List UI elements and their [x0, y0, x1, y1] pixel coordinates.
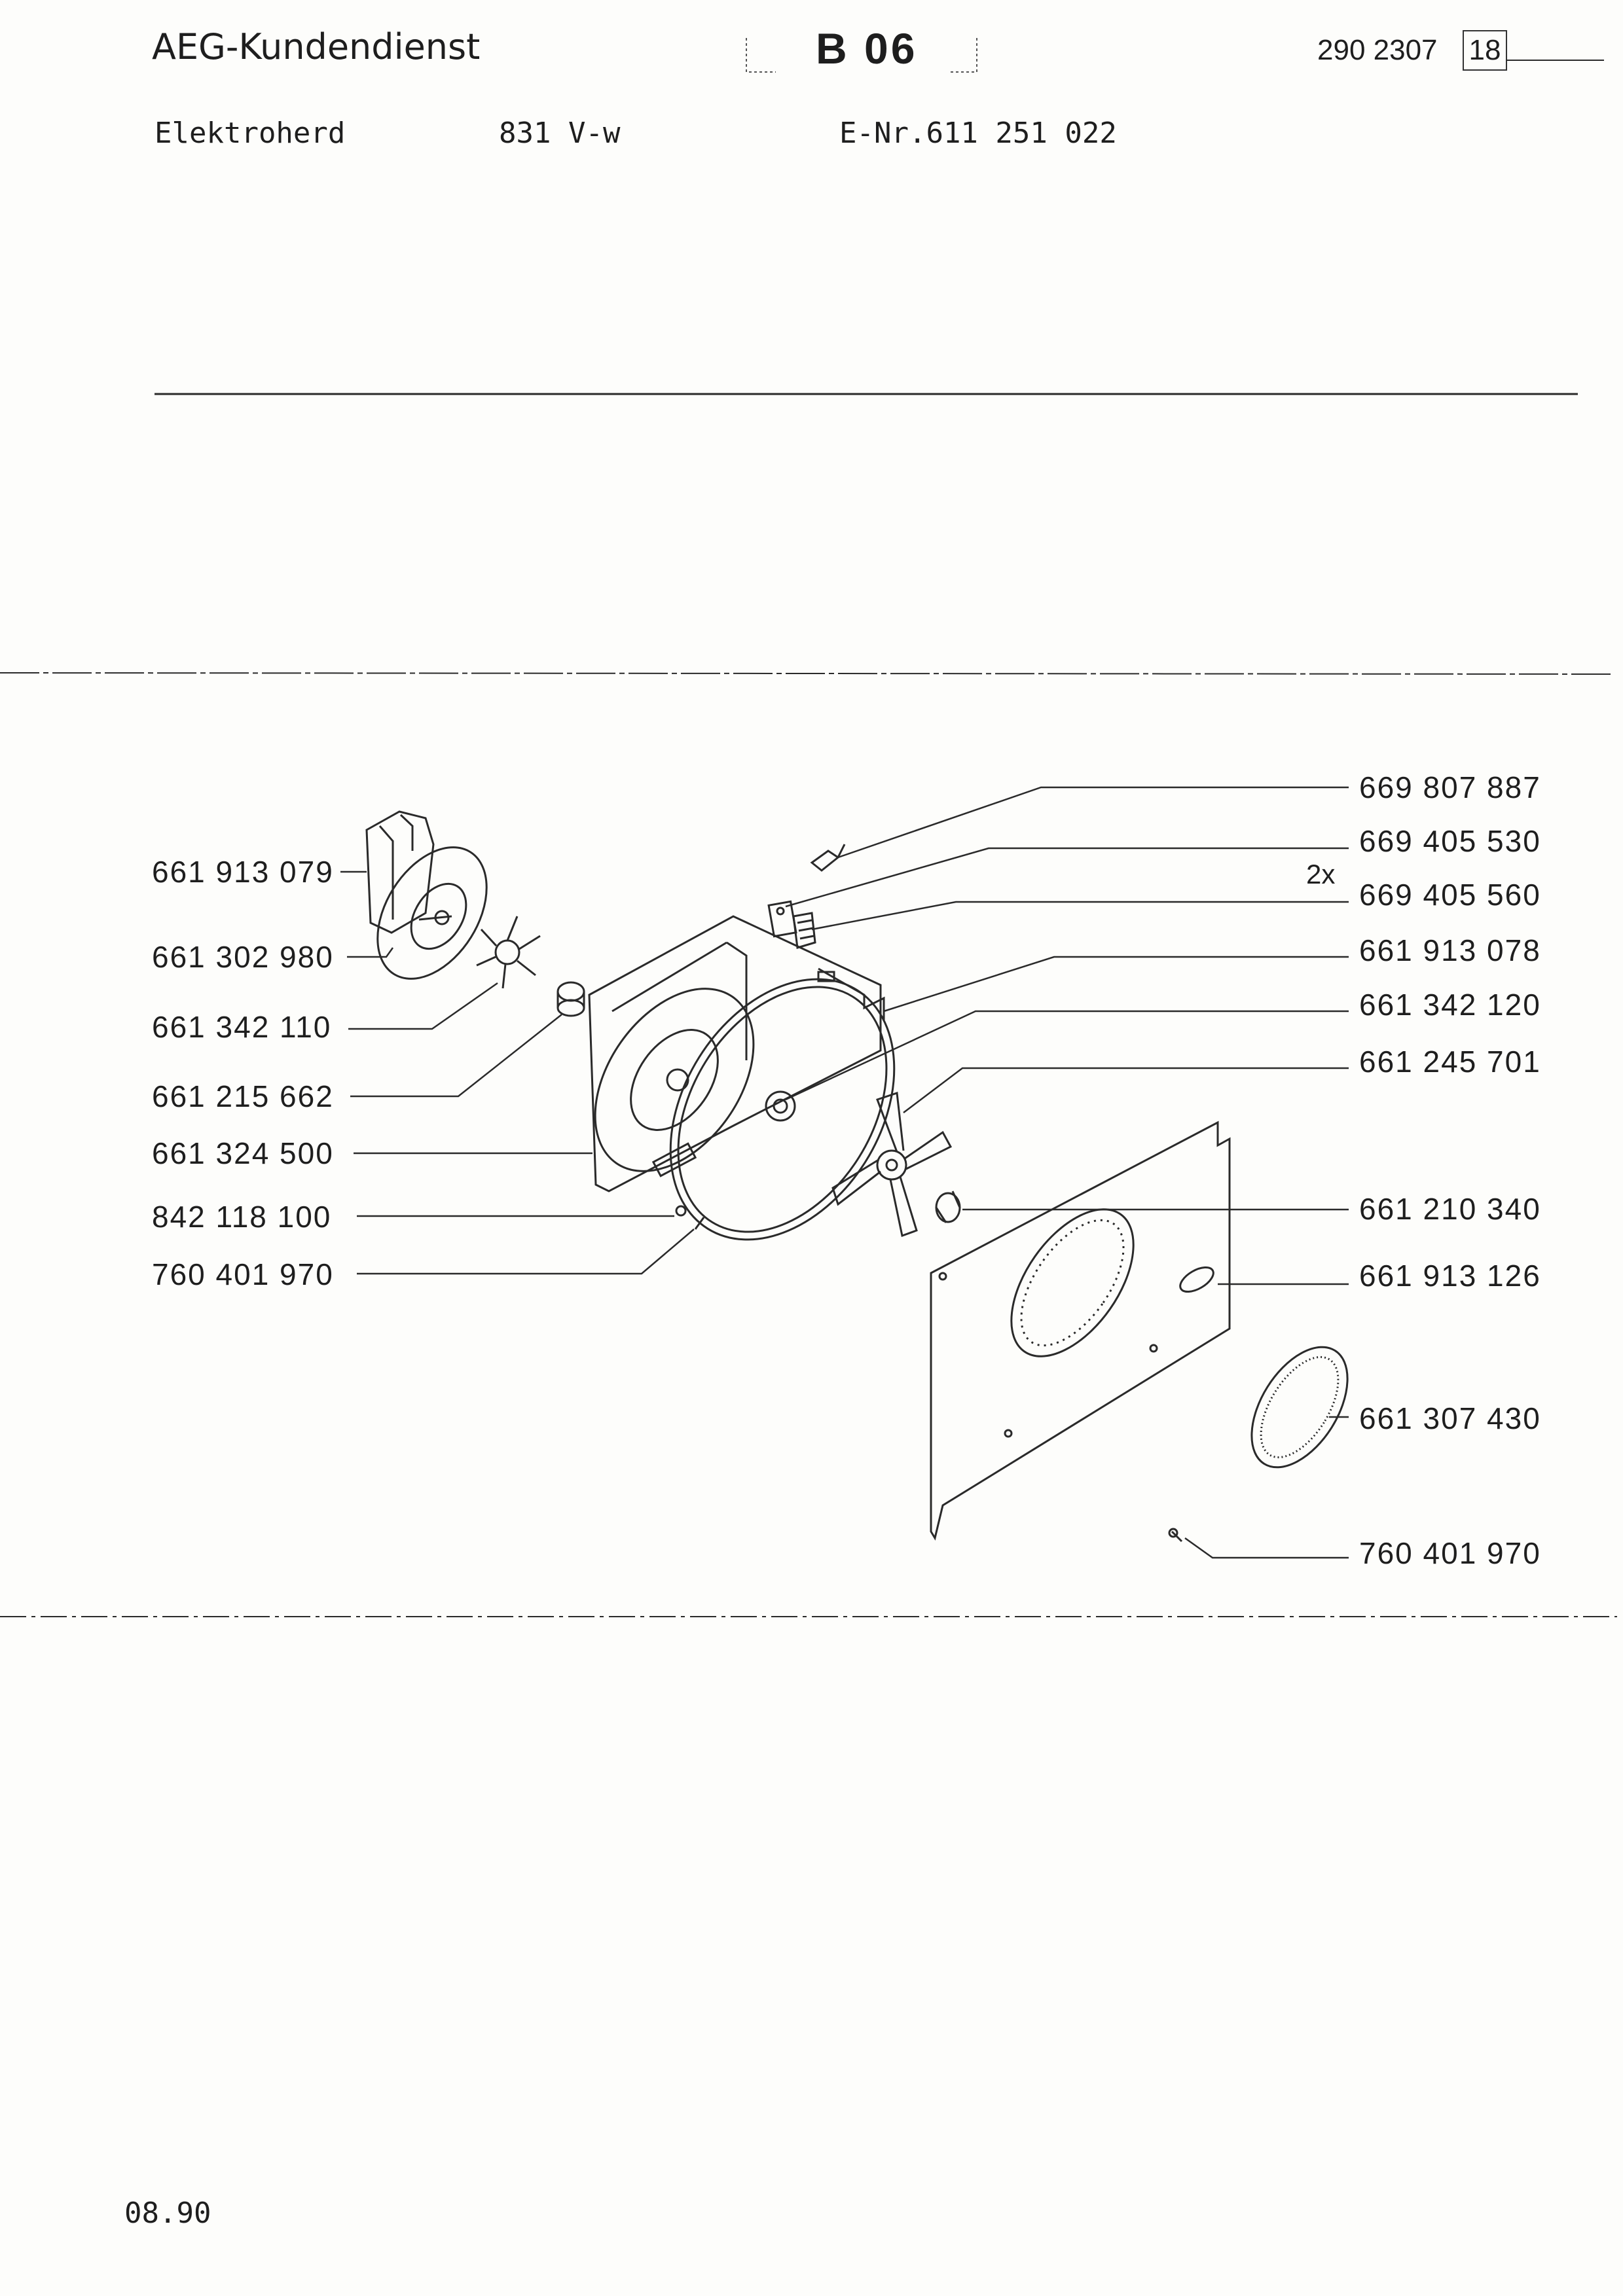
screw-760a [694, 1217, 705, 1230]
part-number-fan-bracket: 661 342 120 [1359, 988, 1541, 1022]
part-number-lamp-grille: 661 307 430 [1359, 1401, 1541, 1435]
part-number-rear-panel: 661 913 126 [1359, 1259, 1541, 1293]
quantity-note: 2x [1306, 859, 1336, 889]
part-number-screw-c: 760 401 970 [1359, 1536, 1541, 1570]
brand-title: AEG-Kundendienst [152, 26, 481, 67]
fan-bracket [817, 967, 885, 1021]
spring-clip [792, 912, 816, 949]
fan-motor [365, 810, 488, 980]
part-number-small-impeller: 661 302 980 [152, 940, 334, 974]
appliance-type: Elektroherd [155, 117, 346, 150]
part-number-washer: 661 342 110 [152, 1010, 332, 1044]
fan-housing-plate [588, 915, 882, 1193]
part-number-fan-nut: 661 210 340 [1359, 1192, 1541, 1226]
footer-date: 08.90 [124, 2197, 211, 2230]
e-number: E-Nr.611 251 022 [839, 117, 1117, 150]
part-number-gasket: 661 913 078 [1359, 933, 1541, 967]
lamp-grille [1250, 1346, 1349, 1469]
document-number: 290 2307 [1317, 34, 1438, 66]
small-impeller [476, 916, 541, 989]
mounting-clip [767, 900, 797, 938]
part-number-fan-blade: 661 245 701 [1359, 1045, 1541, 1079]
part-number-housing-plate: 661 324 500 [152, 1136, 334, 1170]
fan-nut [935, 1191, 961, 1223]
part-number-wire-bracket: 669 807 887 [1359, 770, 1541, 804]
sheet-code: B 06 [816, 24, 918, 73]
part-number-screw: 842 118 100 [152, 1200, 332, 1234]
part-number-mounting-clip: 669 405 530 [1359, 824, 1541, 858]
screw-760b [1171, 1530, 1183, 1543]
part-number-screw-b: 760 401 970 [152, 1257, 334, 1291]
leader-lines-right [785, 786, 1349, 1559]
bushing [556, 981, 585, 1017]
convection-fan-blade [831, 1091, 953, 1238]
part-number-spring-clip: 669 405 560 [1359, 878, 1541, 912]
section-rule-middle [0, 672, 1611, 675]
model-number: 831 V-w [499, 117, 621, 150]
sheet-code-brackets [746, 38, 977, 73]
leader-lines-left [340, 870, 695, 1275]
screw-760b-head [1168, 1528, 1178, 1538]
part-number-motor: 661 913 079 [152, 855, 334, 889]
rear-panel [930, 1121, 1231, 1541]
gasket-ring [669, 978, 896, 1241]
document-page-box: 18 [1463, 30, 1507, 71]
screw-842 [675, 1205, 687, 1217]
part-number-bushing: 661 215 662 [152, 1079, 334, 1113]
